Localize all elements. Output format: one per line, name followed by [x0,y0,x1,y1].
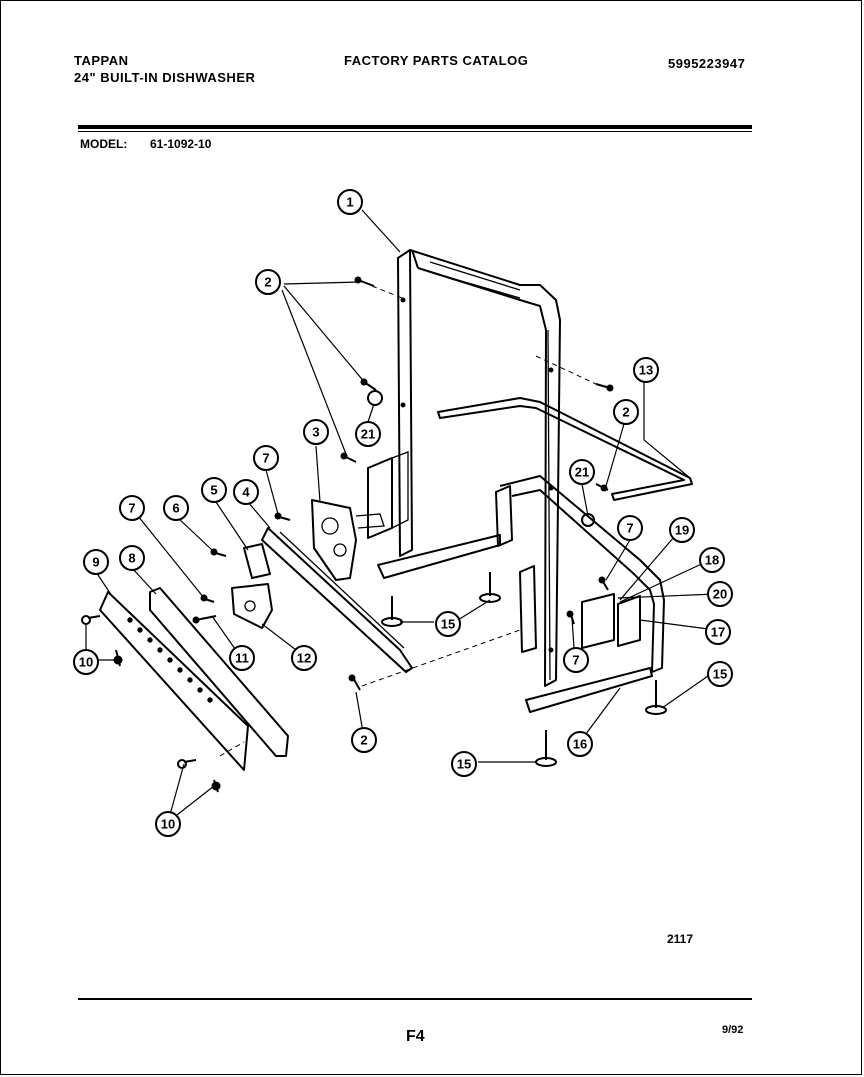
callout-7: 7 [253,445,279,471]
callout-10: 10 [155,811,181,837]
alignment-line [219,741,245,757]
model-label: MODEL: [80,137,128,151]
latch-bracket [581,593,615,649]
callout-19: 19 [669,517,695,543]
water-valve [311,499,385,581]
rail-bracket [519,565,537,653]
svg-text:21: 21 [575,465,589,480]
callout-17: 17 [705,619,731,645]
callout-7: 7 [617,515,643,541]
callout-21: 21 [355,421,381,447]
catalog-part-number: 5995223947 [668,56,746,71]
svg-text:17: 17 [711,625,725,640]
svg-text:7: 7 [572,653,579,668]
svg-text:15: 15 [441,617,455,632]
svg-text:10: 10 [161,817,175,832]
figure-number: 2117 [667,932,694,946]
svg-text:4: 4 [242,485,250,500]
callout-3: 3 [303,419,329,445]
svg-text:20: 20 [713,587,727,602]
callout-21: 21 [569,459,595,485]
callout-5: 5 [201,477,227,503]
svg-text:18: 18 [705,553,719,568]
svg-text:13: 13 [639,363,653,378]
callout-2: 2 [351,727,377,753]
svg-text:21: 21 [361,427,375,442]
bottom-rail-upright [495,485,513,547]
callout-16: 16 [567,731,593,757]
svg-text:19: 19 [675,523,689,538]
svg-text:3: 3 [312,425,319,440]
kickplate-bracket-edge [279,531,405,649]
leader-lines [85,209,717,823]
door-switch [231,583,273,629]
callout-15: 15 [707,661,733,687]
svg-text:7: 7 [128,501,135,516]
callout-18: 18 [699,547,725,573]
svg-text:8: 8 [128,551,135,566]
callout-11: 11 [229,645,255,671]
svg-text:1: 1 [346,195,353,210]
header-rule-thin [78,131,752,132]
callout-10: 10 [73,649,99,675]
switch-bracket [243,543,271,579]
product-name: 24" BUILT-IN DISHWASHER [74,70,256,85]
tube-assembly [437,397,693,501]
hinge-bracket-side [391,451,409,529]
callout-2: 2 [255,269,281,295]
toe-plate [149,587,289,757]
callout-7: 7 [563,647,589,673]
footer-rule [78,998,752,1000]
latch-plate [617,595,641,647]
svg-text:7: 7 [626,521,633,536]
alignment-line [535,355,597,385]
model-number: 61-1092-10 [150,137,212,151]
header-rule [78,125,752,129]
callout-4: 4 [233,479,259,505]
svg-text:9: 9 [92,555,99,570]
screws [81,276,614,793]
callout-8: 8 [119,545,145,571]
page-number: F4 [406,1028,425,1045]
kick-plate [99,591,249,771]
callout-15: 15 [435,611,461,637]
svg-text:10: 10 [79,655,93,670]
svg-text:12: 12 [297,651,311,666]
kickplate-bracket [261,527,413,673]
callout-7: 7 [119,495,145,521]
catalog-title: FACTORY PARTS CATALOG [344,53,529,68]
door-frame [397,249,561,687]
callout-2: 2 [613,399,639,425]
svg-text:6: 6 [172,501,179,516]
callout-13: 13 [633,357,659,383]
svg-text:16: 16 [573,737,587,752]
svg-text:15: 15 [713,667,727,682]
bottom-rail-left [377,534,501,579]
svg-text:7: 7 [262,451,269,466]
callout-15: 15 [451,751,477,777]
callout-12: 12 [291,645,317,671]
callout-9: 9 [83,549,109,575]
svg-text:2: 2 [360,733,367,748]
svg-text:5: 5 [210,483,217,498]
kick-plate-vents [127,617,213,703]
svg-text:15: 15 [457,757,471,772]
svg-text:2: 2 [264,275,271,290]
alignment-line [361,629,521,687]
callout-6: 6 [163,495,189,521]
callout-1: 1 [337,189,363,215]
brand-name: TAPPAN [74,53,129,68]
callout-20: 20 [707,581,733,607]
bottom-rail-right [525,667,653,713]
svg-text:2: 2 [622,405,629,420]
svg-text:11: 11 [235,651,249,666]
revision-date: 9/92 [722,1024,744,1036]
